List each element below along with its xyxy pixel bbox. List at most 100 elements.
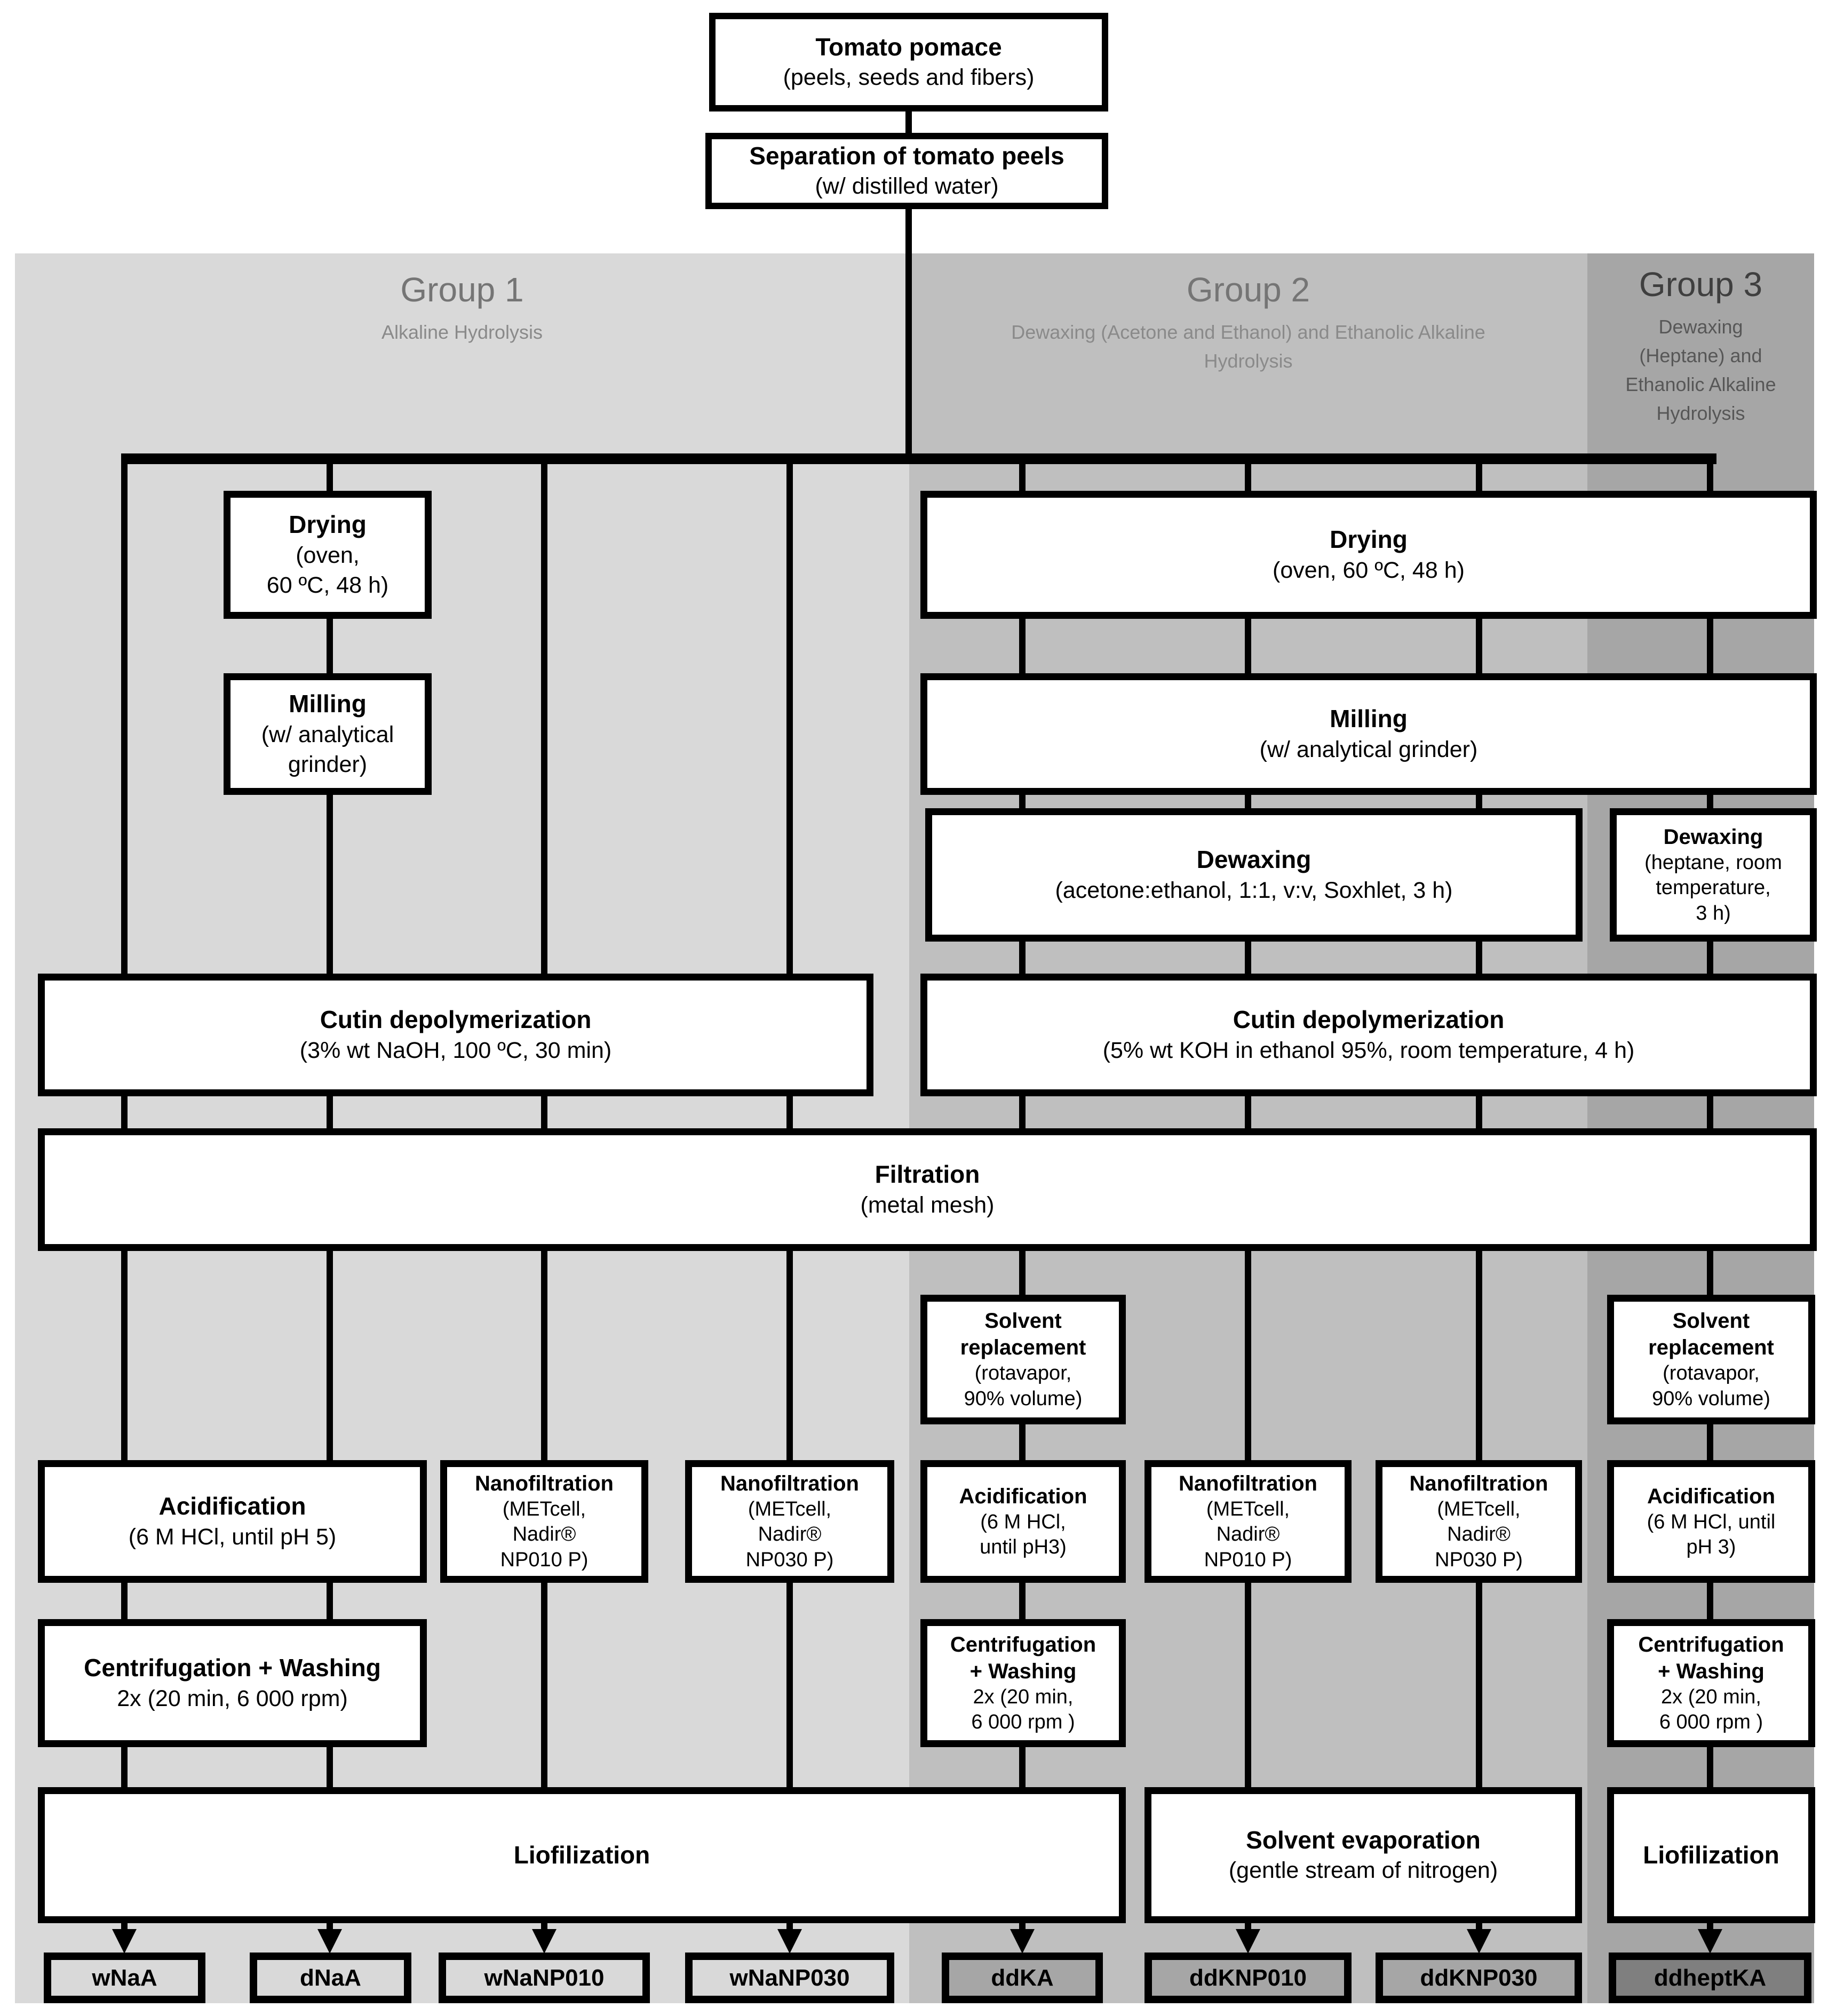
connector-line	[1019, 619, 1026, 673]
connector-line	[121, 1583, 128, 1619]
node-subtitle: (6 M HCl, until pH 5)	[128, 1524, 337, 1550]
connector-line	[327, 1747, 333, 1787]
connector-line	[905, 207, 912, 457]
node-title: Acidification	[158, 1492, 306, 1520]
node-title: Cutin depolymerization	[320, 1006, 592, 1034]
node-subtitle: (METcell, Nadir® NP010 P)	[500, 1497, 589, 1571]
connector-line	[786, 1251, 793, 1460]
connector-line	[1019, 794, 1026, 808]
connector-line	[1476, 942, 1482, 974]
connector-line	[121, 1747, 128, 1787]
connector-line	[1245, 619, 1251, 673]
arrow-down-icon	[317, 1929, 342, 1954]
connector-line	[1019, 1747, 1026, 1787]
connector-line	[1476, 462, 1482, 494]
node-subtitle: (w/ analytical grinder)	[1259, 736, 1478, 762]
node-title: Milling	[289, 690, 367, 718]
node-g2-solvent-replacement: Solvent replacement (rotavapor, 90% volu…	[920, 1295, 1126, 1424]
connector-line	[541, 1096, 547, 1128]
output-label-ddKNP030: ddKNP030	[1376, 1953, 1582, 2003]
node-title: Separation of tomato peels	[749, 141, 1064, 170]
connector-line	[541, 1251, 547, 1460]
connector-line	[1707, 1096, 1713, 1128]
arrow-down-icon	[1467, 1929, 1491, 1954]
output-label-ddheptKA: ddheptKA	[1609, 1953, 1811, 2003]
connector-line	[1019, 1251, 1026, 1295]
connector-line	[327, 1251, 333, 1460]
node-subtitle: (6 M HCl, until pH3)	[980, 1510, 1067, 1559]
connector-line	[1245, 1251, 1251, 1460]
node-g2-dewaxing: Dewaxing (acetone:ethanol, 1:1, v:v, Sox…	[925, 808, 1583, 942]
node-title: Tomato pomace	[815, 33, 1002, 61]
connector-line	[1245, 1583, 1251, 1787]
connector-line	[1245, 942, 1251, 974]
connector-line	[327, 462, 333, 494]
arrow-down-icon	[1010, 1929, 1035, 1954]
node-subtitle: (oven, 60 ºC, 48 h)	[1273, 557, 1465, 583]
connector-line	[1019, 1096, 1026, 1128]
node-title: Cutin depolymerization	[1233, 1006, 1505, 1034]
node-title: Nanofiltration	[1409, 1471, 1548, 1495]
connector-line	[327, 619, 333, 673]
node-subtitle: (gentle stream of nitrogen)	[1228, 1858, 1498, 1884]
connector-line	[1476, 1096, 1482, 1128]
output-label-ddKA: ddKA	[942, 1953, 1103, 2003]
node-subtitle: (w/ distilled water)	[815, 173, 999, 200]
connector-line	[1707, 1747, 1713, 1787]
node-subtitle: (3% wt NaOH, 100 ºC, 30 min)	[299, 1037, 612, 1063]
node-title: Nanofiltration	[475, 1471, 614, 1495]
arrow-down-icon	[1236, 1929, 1260, 1954]
connector-line	[786, 1583, 793, 1787]
connector-line	[121, 462, 128, 974]
node-g2-centrifugation: Centrifugation + Washing 2x (20 min, 6 0…	[920, 1619, 1126, 1747]
node-tomato-pomace: Tomato pomace (peels, seeds and fibers)	[709, 13, 1108, 111]
node-subtitle: (METcell, Nadir® NP010 P)	[1204, 1497, 1292, 1571]
connector-line	[1476, 619, 1482, 673]
node-title: Dewaxing	[1663, 825, 1763, 849]
group2-subtitle: Dewaxing (Acetone and Ethanol) and Ethan…	[1011, 321, 1485, 372]
node-subtitle: 2x (20 min, 6 000 rpm)	[117, 1685, 348, 1711]
connector-line	[1019, 1583, 1026, 1619]
group3-subtitle: Dewaxing (Heptane) and Ethanolic Alkalin…	[1625, 315, 1776, 424]
group2-header: Group 2 Dewaxing (Acetone and Ethanol) a…	[909, 269, 1587, 376]
node-g3-solvent-replacement: Solvent replacement (rotavapor, 90% volu…	[1607, 1295, 1815, 1424]
node-title: Solvent replacement	[1648, 1309, 1774, 1359]
connector-line	[327, 1096, 333, 1128]
connector-line	[1707, 1583, 1713, 1619]
connector-line	[1476, 1583, 1482, 1787]
node-title: Filtration	[875, 1160, 980, 1189]
node-subtitle: (heptane, room temperature, 3 h)	[1644, 851, 1782, 925]
node-subtitle: (rotavapor, 90% volume)	[1652, 1362, 1770, 1410]
connector-line	[905, 109, 912, 136]
node-g2-nanofiltration-np010: Nanofiltration (METcell, Nadir® NP010 P)	[1144, 1460, 1352, 1583]
node-title: Acidification	[1647, 1484, 1776, 1508]
node-subtitle: (6 M HCl, until pH 3)	[1647, 1510, 1776, 1559]
node-g2-milling: Milling (w/ analytical grinder)	[920, 673, 1817, 795]
node-solvent-evaporation: Solvent evaporation (gentle stream of ni…	[1144, 1787, 1582, 1923]
connector-line	[1019, 462, 1026, 494]
connector-line	[541, 1583, 547, 1787]
output-label-wNaNP010: wNaNP010	[439, 1953, 650, 2003]
node-title: Nanofiltration	[1179, 1471, 1317, 1495]
node-subtitle: (acetone:ethanol, 1:1, v:v, Soxhlet, 3 h…	[1055, 877, 1453, 903]
node-subtitle: (peels, seeds and fibers)	[783, 65, 1035, 91]
node-title: Solvent replacement	[960, 1309, 1086, 1359]
node-subtitle: (5% wt KOH in ethanol 95%, room temperat…	[1102, 1037, 1635, 1063]
node-g2-cutin-depolymerization: Cutin depolymerization (5% wt KOH in eth…	[920, 974, 1817, 1096]
connector-line	[1019, 942, 1026, 974]
node-subtitle: (w/ analytical grinder)	[261, 722, 394, 777]
node-title: Centrifugation + Washing	[84, 1654, 381, 1682]
connector-line	[1707, 462, 1713, 494]
connector-line	[1245, 1096, 1251, 1128]
connector-line	[1245, 462, 1251, 494]
node-g1-drying: Drying (oven, 60 ºC, 48 h)	[224, 491, 432, 619]
output-label-wNaNP030: wNaNP030	[685, 1953, 894, 2003]
node-g1-nanofiltration-np030: Nanofiltration (METcell, Nadir® NP030 P)	[685, 1460, 894, 1583]
connector-line	[1707, 1424, 1713, 1460]
node-title: Drying	[289, 511, 367, 539]
node-title: Dewaxing	[1196, 846, 1312, 874]
connector-line	[1019, 1424, 1026, 1460]
node-title: Drying	[1330, 525, 1408, 554]
connector-line	[1707, 942, 1713, 974]
